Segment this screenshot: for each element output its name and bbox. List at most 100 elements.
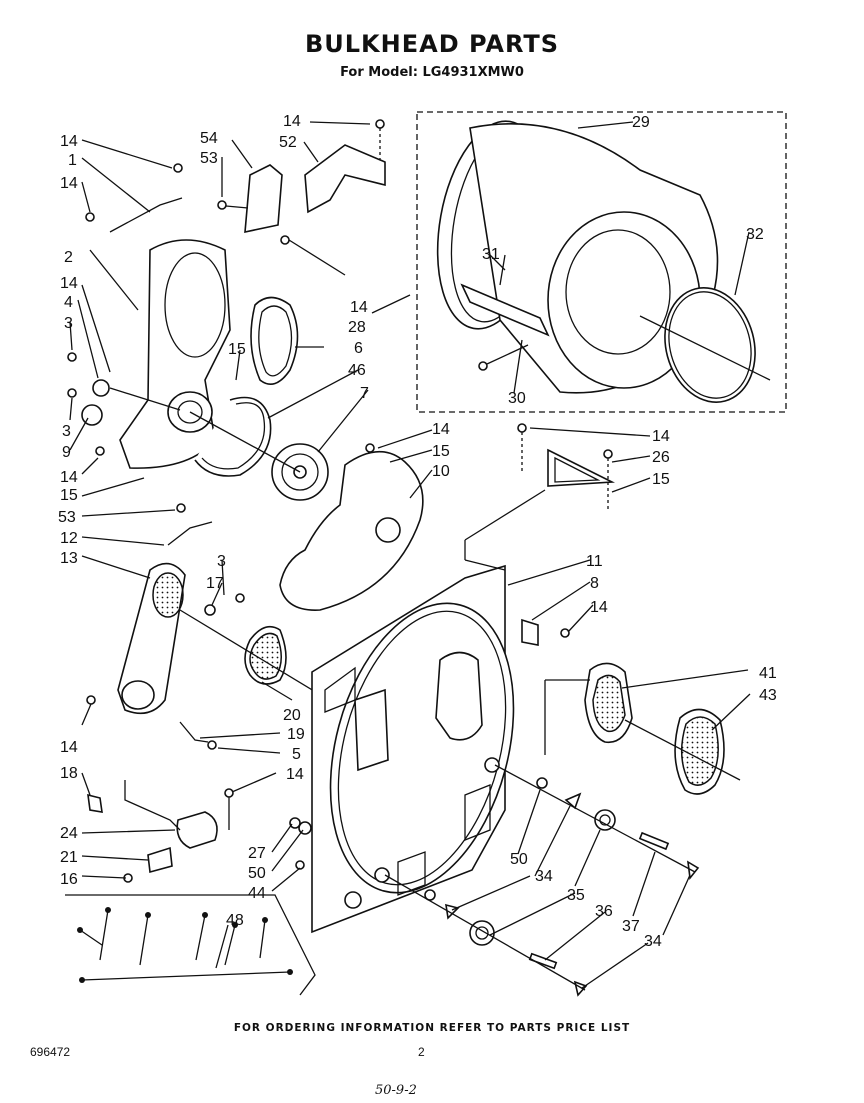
rear-brace bbox=[547, 448, 616, 487]
callout-11: 11 bbox=[586, 553, 603, 570]
drum-roller bbox=[594, 809, 616, 831]
ordering-note: FOR ORDERING INFORMATION REFER TO PARTS … bbox=[233, 1022, 631, 1034]
callout-14-a: 14 bbox=[60, 133, 78, 150]
housing-screw bbox=[365, 443, 375, 453]
callout-46: 46 bbox=[348, 362, 366, 379]
rear-seal bbox=[250, 296, 299, 386]
callout-37: 37 bbox=[622, 918, 640, 935]
callout-20: 20 bbox=[283, 707, 301, 724]
callout-30: 30 bbox=[508, 390, 526, 407]
callout-4: 4 bbox=[64, 294, 73, 311]
leader-lines bbox=[69, 121, 751, 989]
handwritten-note: 50-9-2 bbox=[375, 1083, 417, 1098]
callout-2: 2 bbox=[64, 249, 73, 266]
callout-labels: 14 1 14 54 53 14 52 29 2 14 4 3 15 6 46 … bbox=[58, 113, 777, 950]
drum-group-box bbox=[416, 111, 787, 413]
callout-14-e: 14 bbox=[350, 299, 368, 316]
blower-housing bbox=[279, 450, 424, 611]
front-lint-housing-group bbox=[544, 662, 741, 795]
bulkhead-screw bbox=[95, 446, 105, 456]
callout-14-k: 14 bbox=[286, 766, 304, 783]
page-number: 2 bbox=[418, 1045, 425, 1059]
callout-52: 52 bbox=[279, 134, 297, 151]
lint-screen-mesh bbox=[249, 632, 282, 680]
capacitor-screw bbox=[224, 788, 234, 798]
lower-roller-clip-2 bbox=[573, 980, 588, 997]
bulkhead-bracket-screw bbox=[560, 628, 570, 638]
roller-washer bbox=[536, 777, 548, 789]
bulkhead-side-port bbox=[354, 688, 389, 772]
callout-14-g: 14 bbox=[432, 421, 450, 438]
lower-roller-shaft bbox=[528, 952, 558, 970]
wire-tie bbox=[179, 721, 209, 743]
duct-wire-clip bbox=[167, 521, 213, 546]
callout-6: 6 bbox=[354, 340, 363, 357]
rear-bearing-hub-inner bbox=[177, 400, 203, 424]
duct-clip-screw bbox=[176, 503, 186, 513]
callout-7: 7 bbox=[360, 385, 369, 402]
callout-14-c: 14 bbox=[283, 113, 301, 130]
harness-connector-5 bbox=[262, 917, 268, 923]
callout-14-b: 14 bbox=[60, 175, 78, 192]
bulkhead-upper-slot bbox=[324, 666, 356, 713]
drum-front-seal bbox=[664, 287, 756, 403]
rear-wire-clip bbox=[109, 197, 183, 233]
callout-12: 12 bbox=[60, 530, 78, 547]
roller-shaft-clip bbox=[687, 860, 700, 880]
harness-main-run bbox=[81, 971, 291, 981]
brace-screw bbox=[517, 423, 527, 433]
callout-54: 54 bbox=[200, 130, 218, 147]
lower-drum-roller-hub bbox=[475, 926, 489, 940]
bulkhead-right-slot bbox=[464, 784, 491, 841]
callout-41: 41 bbox=[759, 665, 777, 682]
callout-50-b: 50 bbox=[510, 851, 528, 868]
front-bulkhead-group bbox=[311, 489, 570, 934]
bulkhead-leader bbox=[464, 559, 506, 571]
callout-14-h: 14 bbox=[652, 428, 670, 445]
top-cover-plate bbox=[244, 164, 283, 234]
roller-shaft bbox=[638, 831, 670, 851]
blower-axis-line bbox=[189, 411, 301, 473]
callout-36: 36 bbox=[595, 903, 613, 920]
callout-15-d: 15 bbox=[652, 471, 670, 488]
callout-29: 29 bbox=[632, 114, 650, 131]
callout-26: 26 bbox=[652, 449, 670, 466]
harness-outline bbox=[65, 894, 316, 996]
bulkhead-bracket bbox=[521, 618, 539, 646]
drum-front-seal-inner bbox=[668, 291, 752, 399]
bulkhead-lower-slot bbox=[397, 851, 426, 896]
bulkhead-hole-lower bbox=[374, 867, 390, 883]
callout-27: 27 bbox=[248, 845, 266, 862]
brace-group bbox=[517, 423, 616, 510]
harness-connector-8 bbox=[79, 977, 85, 983]
callout-24: 24 bbox=[60, 825, 78, 842]
document-number: 696472 bbox=[30, 1045, 71, 1059]
rear-bulkhead-group bbox=[67, 239, 329, 501]
felt-seal-inner bbox=[201, 402, 266, 470]
callout-32: 32 bbox=[746, 226, 764, 243]
capacitor-wire bbox=[124, 780, 181, 831]
roller-clip bbox=[564, 792, 582, 810]
bracket-screw bbox=[280, 235, 290, 245]
callout-8: 8 bbox=[590, 575, 599, 592]
bearing-holder bbox=[81, 404, 103, 426]
bearing-washer bbox=[92, 379, 110, 397]
harness-connector-6 bbox=[232, 922, 238, 928]
callout-3-a: 3 bbox=[64, 315, 73, 332]
callout-14-i: 14 bbox=[590, 599, 608, 616]
harness-bracket bbox=[87, 793, 103, 813]
callout-3-c: 3 bbox=[217, 553, 226, 570]
bearing-axis-line bbox=[109, 387, 181, 411]
lint-grille-axis bbox=[624, 719, 741, 781]
harness-branches bbox=[79, 909, 266, 966]
callout-14-d: 14 bbox=[60, 275, 78, 292]
bulkhead-lint-port bbox=[435, 651, 483, 741]
motor-capacitor bbox=[176, 811, 218, 849]
rear-bulkhead-opening bbox=[164, 252, 226, 358]
callout-14-f: 14 bbox=[60, 469, 78, 486]
lint-grille-mesh bbox=[680, 716, 719, 786]
bracket-screw-line bbox=[288, 239, 346, 276]
lint-duct-grille bbox=[152, 572, 184, 618]
lower-roller-axis bbox=[384, 874, 586, 991]
drum-front-inner-ring bbox=[565, 229, 671, 355]
